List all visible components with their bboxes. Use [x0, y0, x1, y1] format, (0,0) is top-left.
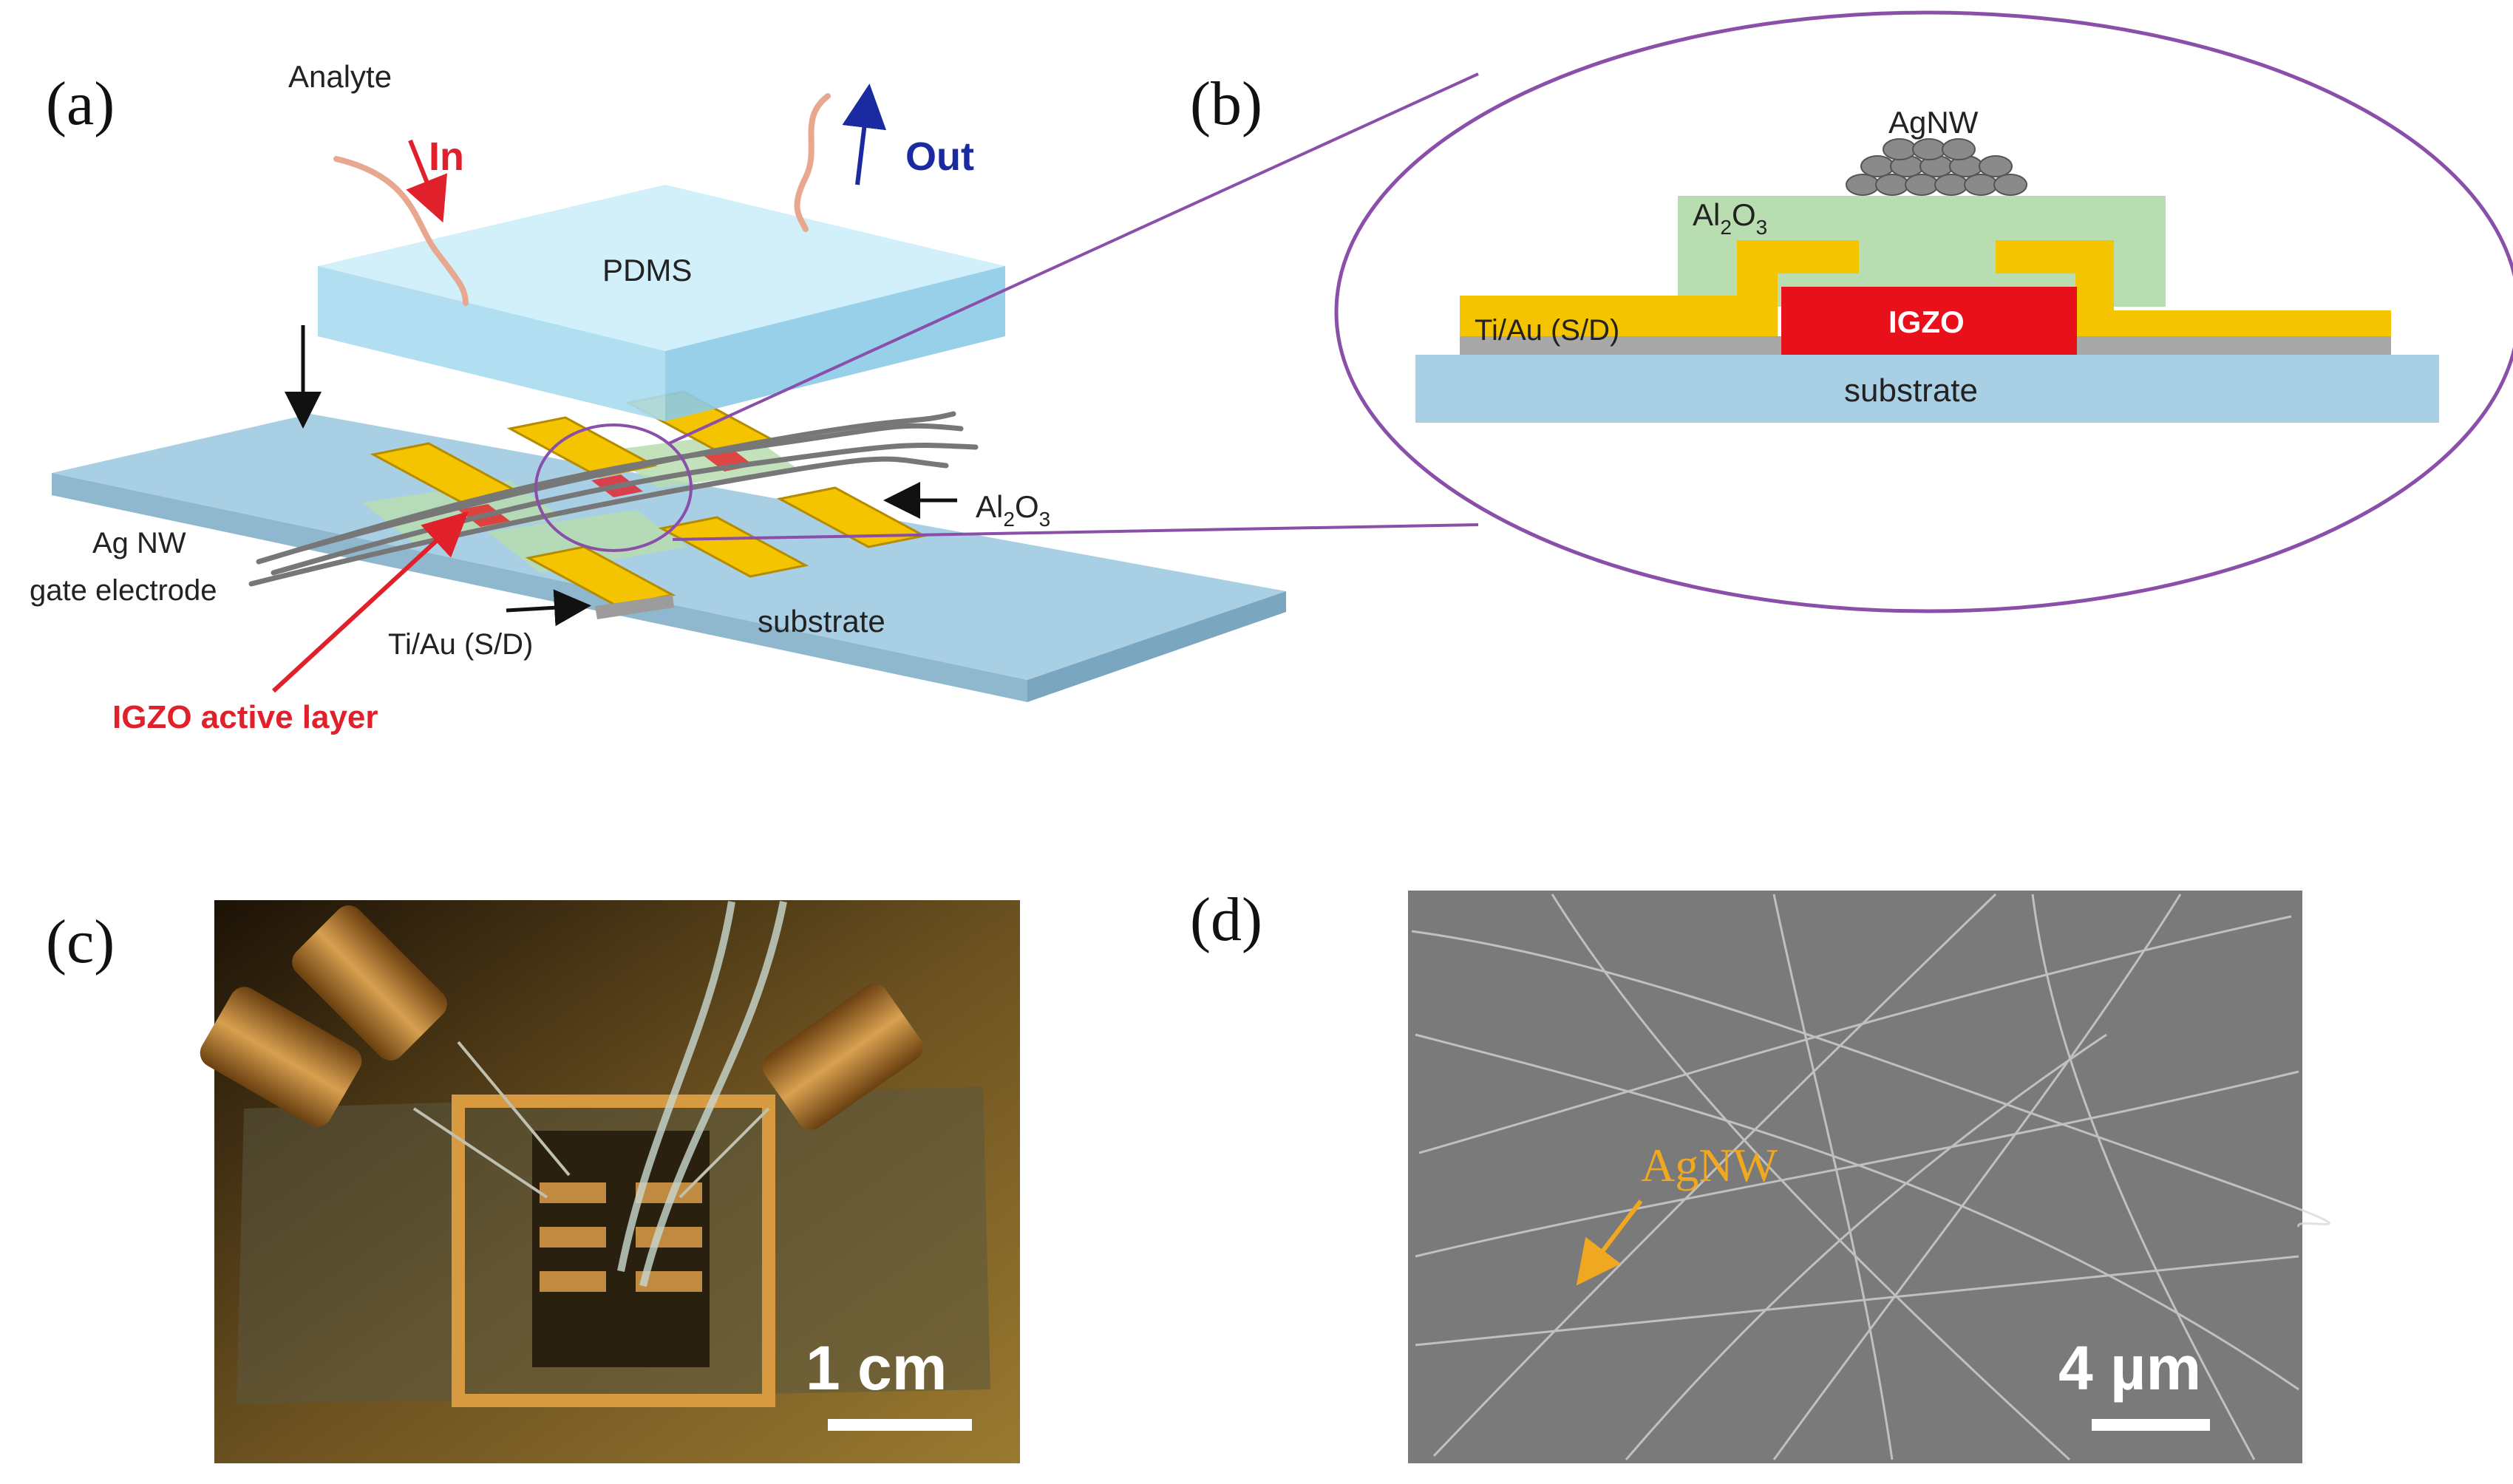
- in-label: In: [429, 135, 464, 179]
- probe-holders: [200, 905, 923, 1130]
- igzo-arrow: [271, 511, 469, 693]
- panel-a-label: (a): [46, 69, 115, 138]
- panel-d-label: (d): [1190, 885, 1262, 954]
- out-arrow: [842, 84, 887, 186]
- tiau-arrow: [506, 589, 591, 627]
- ag-nanowires: [248, 411, 979, 587]
- tiau-label-b: Ti/Au (S/D): [1475, 314, 1619, 347]
- al2o3-label-b: Al2O3: [1693, 197, 1767, 239]
- sample-frame: [452, 1095, 775, 1407]
- out-label: Out: [905, 135, 974, 179]
- gold-left: [1460, 240, 1859, 336]
- scale-bar-d: [2092, 1419, 2210, 1431]
- substrate-label-b: substrate: [1844, 372, 1978, 409]
- agnw-label-d: AgNW: [1641, 1139, 1778, 1191]
- substrate-layer-b: [1415, 355, 2439, 423]
- panel-c: (c) 1 cm: [46, 900, 1020, 1463]
- sem-nanowires: [1411, 893, 2330, 1461]
- panel-a: (a): [30, 59, 1286, 735]
- panel-c-label: (c): [46, 908, 115, 976]
- igzo-label-a: IGZO active layer: [112, 699, 378, 735]
- scale-label-d: 4 µm: [2058, 1333, 2201, 1403]
- probe-needles: [412, 1041, 770, 1199]
- agnw-arrow-d: [1576, 1199, 1643, 1286]
- analyte-label: Analyte: [288, 59, 392, 94]
- fluidic-tubes: [333, 93, 831, 306]
- substrate-label-a: substrate: [758, 604, 885, 639]
- agnw-cluster: [1846, 138, 2027, 196]
- chip-electrodes: [540, 1182, 702, 1292]
- agnw-gate-label-2: gate electrode: [30, 574, 217, 607]
- pdms-block: PDMS: [318, 185, 1005, 421]
- sem-image: [1408, 891, 2302, 1463]
- gold-right: [1996, 240, 2391, 336]
- scale-label-c: 1 cm: [806, 1333, 947, 1403]
- tiau-label-a: Ti/Au (S/D): [388, 628, 533, 661]
- agnw-label-b: AgNW: [1888, 105, 1979, 140]
- panel-b: (b) substrate IGZO Ti/Au (S/D) Al2O3: [1190, 10, 2513, 613]
- igzo-layer-b: [1781, 287, 2077, 355]
- scale-bar-c: [828, 1419, 972, 1431]
- panel-d: (d) AgNW 4 µm: [1190, 885, 2330, 1463]
- zoom-connectors: [668, 72, 1479, 541]
- igzo-label-b: IGZO: [1888, 304, 1965, 339]
- photo-tubes: [617, 901, 787, 1287]
- agnw-gate-label-1: Ag NW: [92, 527, 186, 559]
- pdms-label: PDMS: [602, 253, 692, 287]
- panel-b-label: (b): [1190, 69, 1262, 138]
- zoom-ellipse-small: [534, 423, 693, 552]
- in-arrow: [406, 139, 448, 223]
- al2o3-label-a: Al2O3: [976, 489, 1050, 531]
